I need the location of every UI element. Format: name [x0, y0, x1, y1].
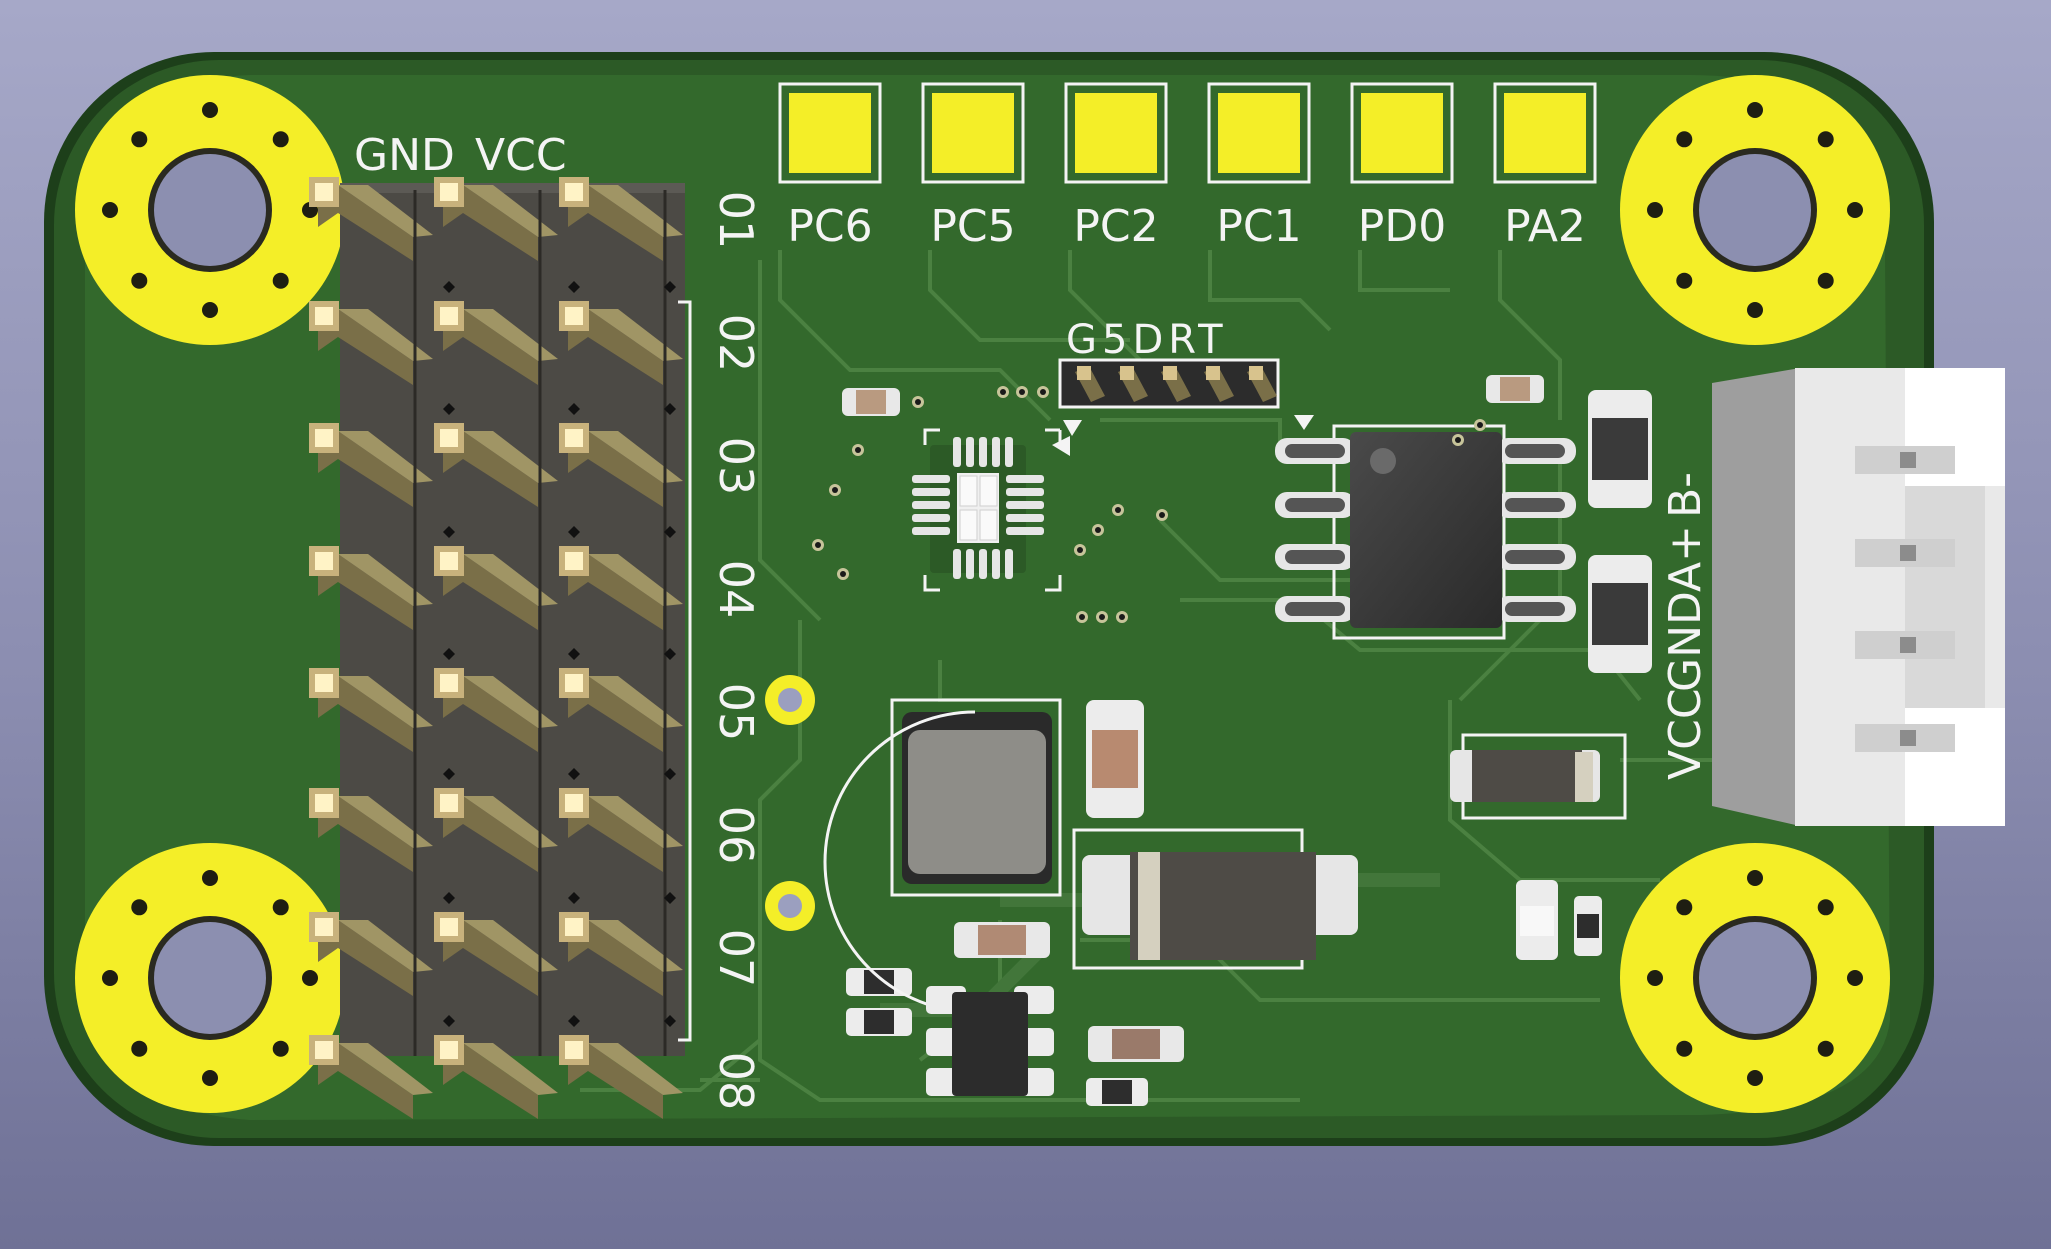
label-vcc: VCC — [475, 130, 567, 181]
qfn-chip — [912, 428, 1070, 592]
pin-header-pin — [559, 423, 683, 507]
pin-header-pin — [559, 912, 683, 996]
pin-header-pin — [559, 546, 683, 630]
mounting-hole-icon — [1620, 843, 1890, 1113]
pin-header-pin — [434, 668, 558, 752]
test-pad-label: PC1 — [1216, 201, 1301, 252]
pin-header-pin — [559, 177, 683, 261]
pin-header-pin — [434, 788, 558, 872]
pin-header-pin — [559, 301, 683, 385]
smd-resistors — [842, 375, 1652, 1106]
pin-header-pin — [309, 301, 433, 385]
pin-number-label: 06 — [709, 806, 763, 865]
pin-header-pin — [309, 1035, 433, 1119]
mounting-hole-icon — [1620, 75, 1890, 345]
vias — [765, 386, 1486, 931]
label-conn-gnd: GND — [1660, 591, 1711, 692]
pin-header-pin — [434, 177, 558, 261]
test-pad-label: PD0 — [1358, 201, 1446, 252]
small-diode — [1450, 733, 1627, 820]
label-g5drt: G5DRT — [1066, 317, 1228, 363]
diode — [1072, 828, 1358, 970]
mounting-holes — [75, 75, 1890, 1113]
pin-number-label: 03 — [709, 437, 763, 496]
mounting-hole-icon — [75, 75, 345, 345]
pin-number-label: 07 — [709, 929, 763, 988]
pin-grid — [309, 177, 683, 1119]
connector-labels: VCC GND A+ B- — [1660, 472, 1711, 780]
pin-header-pin — [309, 177, 433, 261]
pin-number-label: 04 — [709, 560, 763, 619]
pin-header-pin — [309, 788, 433, 872]
test-pad: PD0 — [1350, 82, 1454, 252]
pin-number-label: 01 — [709, 191, 763, 250]
label-conn-a-plus: A+ — [1660, 525, 1711, 592]
test-pad-label: PA2 — [1504, 201, 1586, 252]
pin-header-pin — [434, 301, 558, 385]
soic-chip — [1275, 415, 1576, 640]
test-pad-label: PC2 — [1073, 201, 1158, 252]
label-conn-vcc: VCC — [1660, 688, 1711, 780]
header-outline — [678, 300, 692, 1042]
pin-number-label: 02 — [709, 314, 763, 373]
pin-header-pin — [559, 788, 683, 872]
test-pad: PC2 — [1064, 82, 1168, 252]
label-conn-b-minus: B- — [1660, 472, 1711, 518]
pin-number-label: 05 — [709, 683, 763, 742]
pin-header-pin — [434, 1035, 558, 1119]
pin-header-pin — [434, 912, 558, 996]
pin-numbers: 01 02 03 04 05 06 07 08 — [709, 191, 763, 1111]
pin-header-pin — [559, 1035, 683, 1119]
pin-header-pin — [309, 912, 433, 996]
test-pad: PC6 — [778, 82, 882, 252]
pin-header — [309, 177, 692, 1119]
pin-header-pin — [434, 423, 558, 507]
test-pad: PA2 — [1493, 82, 1597, 252]
pin-dividers — [413, 190, 676, 1056]
mounting-hole-icon — [75, 843, 345, 1113]
pin-header-pin — [309, 546, 433, 630]
label-gnd: GND — [354, 130, 455, 181]
test-pad: PC5 — [921, 82, 1025, 252]
test-pad-label: PC6 — [787, 201, 872, 252]
inductor — [823, 698, 1062, 1014]
prog-header: G5DRT — [1058, 317, 1280, 436]
test-pad: PC1 — [1207, 82, 1311, 252]
test-pad-label: PC5 — [930, 201, 1015, 252]
pin-number-label: 08 — [709, 1052, 763, 1111]
pin-header-pin — [434, 546, 558, 630]
jst-connector — [1712, 368, 2005, 826]
sot23-chip — [926, 986, 1054, 1096]
pin-header-pin — [559, 668, 683, 752]
test-pads: PC6 PC5 PC2 PC1 PD0 PA2 — [778, 82, 1597, 252]
pin-header-pin — [309, 668, 433, 752]
pin-header-pin — [309, 423, 433, 507]
